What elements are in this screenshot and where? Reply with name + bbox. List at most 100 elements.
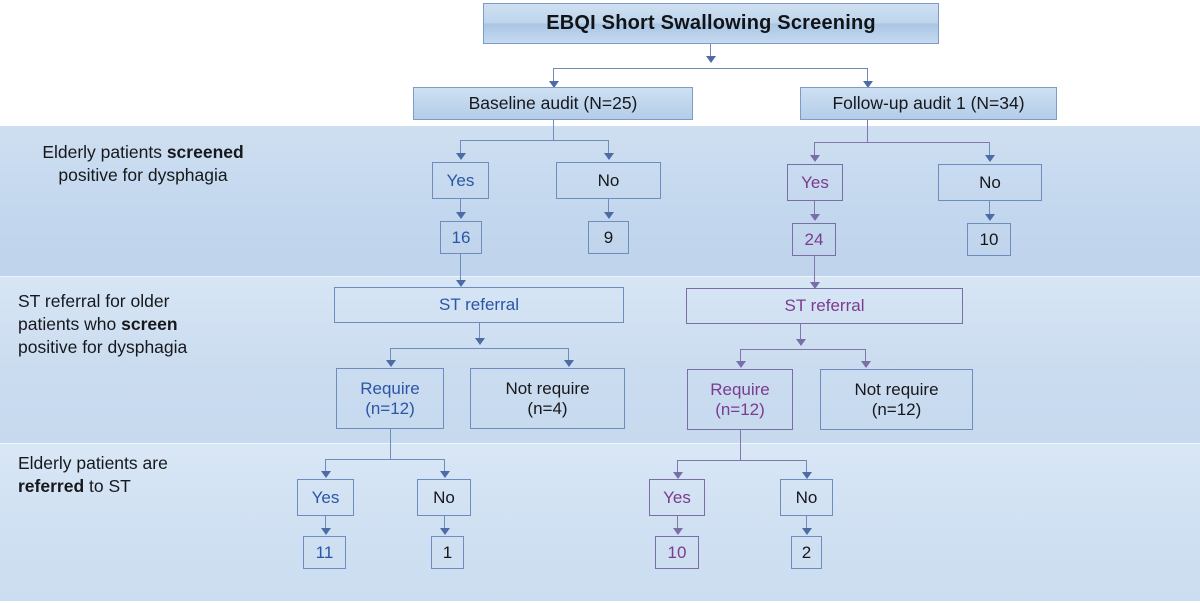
connector-baseline-stem (553, 120, 555, 140)
baseline-require-box[interactable]: Require (n=12) (336, 368, 444, 429)
followup-referred-no-box[interactable]: No (780, 479, 833, 516)
connector-baseline-referred-no-count (444, 516, 446, 530)
connector-baseline-no-count (608, 199, 610, 214)
connector-followup-stem (867, 120, 869, 142)
connector-baseline-ref-split (390, 348, 568, 350)
followup-not-require-label: Not require (854, 379, 939, 399)
connector-baseline-split (460, 140, 608, 142)
followup-screened-yes-box[interactable]: Yes (787, 164, 843, 201)
connector-baseline-ref-stem-arrow (475, 338, 485, 345)
baseline-referred-no-count[interactable]: 1 (431, 536, 464, 569)
connector-followup-split (814, 142, 990, 144)
audit-box-followup[interactable]: Follow-up audit 1 (N=34) (800, 87, 1057, 120)
connector-baseline-no-arrow (604, 153, 614, 160)
connector-followup-no-count (989, 201, 991, 216)
connector-followup-referred-yes-count-arrow (673, 528, 683, 535)
connector-followup-require-drop (740, 349, 742, 363)
connector-followup-no-count-arrow (985, 214, 995, 221)
band-divider-2 (0, 443, 1200, 444)
followup-referred-yes-count[interactable]: 10 (655, 536, 699, 569)
followup-require-box[interactable]: Require (n=12) (687, 369, 793, 430)
band-screened (0, 126, 1200, 276)
connector-title-left-drop (553, 68, 555, 83)
connector-followup-to-referral-arrow (810, 282, 820, 289)
connector-baseline-to-referral (460, 254, 462, 282)
connector-baseline-referred-yes-drop (325, 459, 327, 473)
band-st-referral (0, 276, 1200, 443)
connector-followup-yes-count (814, 201, 816, 216)
connector-followup-notrequire-arrow (861, 361, 871, 368)
connector-baseline-yes-drop (460, 140, 462, 155)
followup-require-count: (n=12) (715, 399, 765, 419)
baseline-require-label: Require (360, 378, 420, 398)
connector-title-arrow (706, 56, 716, 63)
band-divider-1 (0, 276, 1200, 277)
connector-baseline-to-referral-arrow (456, 280, 466, 287)
connector-baseline-no-count-arrow (604, 212, 614, 219)
followup-referred-yes-box[interactable]: Yes (649, 479, 705, 516)
connector-title-right-drop (867, 68, 869, 83)
baseline-not-require-box[interactable]: Not require (n=4) (470, 368, 625, 429)
followup-st-referral-box[interactable]: ST referral (686, 288, 963, 324)
followup-screened-no-count[interactable]: 10 (967, 223, 1011, 256)
connector-followup-referred-yes-count (677, 516, 679, 530)
baseline-referred-no-box[interactable]: No (417, 479, 471, 516)
connector-followup-ref-stem (800, 324, 802, 344)
connector-baseline-yes-arrow (456, 153, 466, 160)
connector-title-split (553, 68, 868, 70)
connector-followup-yes-arrow (810, 155, 820, 162)
baseline-referred-yes-box[interactable]: Yes (297, 479, 354, 516)
followup-not-require-count: (n=12) (871, 399, 922, 419)
connector-baseline-yes-count-arrow (456, 212, 466, 219)
connector-baseline-require-drop (390, 348, 392, 362)
connector-followup-referred-split (677, 460, 806, 462)
connector-baseline-no-drop (608, 140, 610, 155)
connector-baseline-referred-yes-count (325, 516, 327, 530)
connector-baseline-referred-yes-count-arrow (321, 528, 331, 535)
connector-baseline-referred-no-drop (444, 459, 446, 473)
baseline-not-require-count: (n=4) (527, 398, 568, 418)
connector-followup-notrequire-drop (865, 349, 867, 363)
connector-title-right-arrow (863, 81, 873, 88)
connector-followup-referred-no-count (806, 516, 808, 530)
connector-followup-ref-stem-arrow (796, 339, 806, 346)
baseline-require-count: (n=12) (365, 398, 415, 418)
baseline-referred-yes-count[interactable]: 11 (303, 536, 346, 569)
connector-followup-referred-yes-drop (677, 460, 679, 474)
connector-baseline-require-arrow (386, 360, 396, 367)
band-referred (0, 443, 1200, 601)
baseline-screened-no-box[interactable]: No (556, 162, 661, 199)
connector-followup-no-arrow (985, 155, 995, 162)
baseline-st-referral-box[interactable]: ST referral (334, 287, 624, 323)
page-title: EBQI Short Swallowing Screening (483, 3, 939, 44)
baseline-screened-no-count[interactable]: 9 (588, 221, 629, 254)
connector-followup-to-referral (814, 256, 816, 284)
baseline-screened-yes-count[interactable]: 16 (440, 221, 482, 254)
connector-baseline-require-down (390, 429, 392, 459)
connector-followup-referred-no-arrow (802, 472, 812, 479)
connector-baseline-yes-count (460, 199, 462, 214)
connector-baseline-referred-no-count-arrow (440, 528, 450, 535)
connector-followup-no-drop (989, 142, 991, 157)
connector-title-left-arrow (549, 81, 559, 88)
followup-referred-no-count[interactable]: 2 (791, 536, 822, 569)
followup-require-label: Require (710, 379, 770, 399)
followup-screened-no-box[interactable]: No (938, 164, 1042, 201)
followup-screened-yes-count[interactable]: 24 (792, 223, 836, 256)
connector-baseline-notrequire-arrow (564, 360, 574, 367)
followup-not-require-box[interactable]: Not require (n=12) (820, 369, 973, 430)
connector-followup-referred-no-count-arrow (802, 528, 812, 535)
connector-followup-require-arrow (736, 361, 746, 368)
connector-followup-referred-no-drop (806, 460, 808, 474)
baseline-screened-yes-box[interactable]: Yes (432, 162, 489, 199)
connector-followup-ref-split (740, 349, 865, 351)
connector-followup-referred-yes-arrow (673, 472, 683, 479)
connector-baseline-ref-stem (479, 323, 481, 343)
audit-box-baseline[interactable]: Baseline audit (N=25) (413, 87, 693, 120)
connector-baseline-referred-split (325, 459, 445, 461)
connector-followup-require-down (740, 430, 742, 460)
